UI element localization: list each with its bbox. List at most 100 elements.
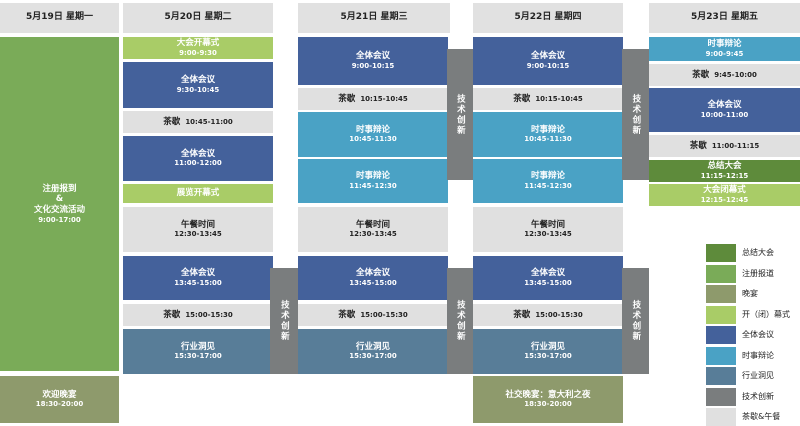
day-header-label: 5月19日 星期一 bbox=[26, 12, 93, 23]
session-opening-ceremony: 大会开幕式 9:00-9:30 bbox=[123, 37, 273, 59]
legend-item: 全体会议 bbox=[706, 326, 800, 344]
legend-label: 晚宴 bbox=[742, 289, 758, 298]
day-header-label: 5月20日 星期二 bbox=[164, 12, 232, 23]
day-header-tue: 5月20日 星期二 bbox=[123, 3, 273, 33]
session-time: 11:15-12:15 bbox=[700, 171, 749, 180]
session-expo-opening: 展览开幕式 bbox=[123, 184, 273, 203]
session-plenary: 全体会议 13:45-15:00 bbox=[123, 256, 273, 300]
session-time: 15:00-15:30 bbox=[185, 310, 233, 319]
session-title: 茶歇 bbox=[689, 140, 707, 151]
session-time: 9:30-10:45 bbox=[176, 85, 220, 94]
session-title: 注册报到 bbox=[42, 183, 77, 194]
day-header-label: 5月22日 星期四 bbox=[514, 12, 582, 23]
session-current-debate: 时事辩论 10:45-11:30 bbox=[473, 112, 623, 157]
session-industry-insights: 行业洞见 15:30-17:00 bbox=[123, 329, 273, 374]
session-tech-innovation: 技术创新 bbox=[622, 268, 649, 374]
session-title: 技术创新 bbox=[630, 93, 641, 136]
session-title: 技术创新 bbox=[279, 300, 290, 342]
legend-swatch bbox=[706, 244, 736, 262]
session-title: 行业洞见 bbox=[180, 341, 215, 352]
session-tea-break: 茶歇 15:00-15:30 bbox=[298, 304, 448, 326]
session-title: 午餐时间 bbox=[180, 219, 215, 230]
session-title: 大会开幕式 bbox=[176, 38, 220, 49]
session-title: 行业洞见 bbox=[530, 341, 565, 352]
legend-label: 茶歇&午餐 bbox=[742, 412, 781, 421]
session-time: 13:45-15:00 bbox=[524, 278, 572, 287]
session-time: 15:30-17:00 bbox=[174, 352, 222, 361]
session-lunch: 午餐时间 12:30-13:45 bbox=[298, 207, 448, 252]
session-current-debate: 时事辩论 11:45-12:30 bbox=[298, 159, 448, 203]
session-closing-ceremony: 大会闭幕式 12:15-12:45 bbox=[649, 184, 800, 206]
legend-swatch bbox=[706, 305, 736, 324]
session-plenary: 全体会议 9:00-10:15 bbox=[298, 37, 448, 85]
session-registration: 注册报到 & 文化交流活动 9:00-17:00 bbox=[0, 37, 119, 371]
session-plenary: 全体会议 11:00-12:00 bbox=[123, 136, 273, 181]
session-title: 全体会议 bbox=[707, 100, 742, 111]
legend-swatch bbox=[706, 408, 736, 426]
session-time: 18:30-20:00 bbox=[524, 400, 572, 409]
session-lunch: 午餐时间 12:30-13:45 bbox=[123, 207, 273, 252]
session-title: 时事辩论 bbox=[530, 124, 565, 135]
session-time: 11:00-12:00 bbox=[174, 159, 222, 168]
session-plenary: 全体会议 13:45-15:00 bbox=[473, 256, 623, 300]
session-title: 全体会议 bbox=[180, 268, 215, 279]
session-title: 茶歇 bbox=[692, 69, 710, 80]
session-time: 12:30-13:45 bbox=[349, 230, 397, 239]
day-header-wed: 5月21日 星期三 bbox=[298, 3, 450, 33]
legend-swatch bbox=[706, 264, 736, 283]
session-time: 9:00-9:30 bbox=[179, 48, 217, 57]
legend-item: 开（闭）幕式 bbox=[706, 305, 800, 324]
session-title: 技术创新 bbox=[455, 300, 466, 342]
legend-swatch bbox=[706, 346, 736, 365]
session-time: 12:30-13:45 bbox=[174, 230, 222, 239]
session-time: 15:00-15:30 bbox=[360, 310, 408, 319]
session-time: 15:30-17:00 bbox=[524, 352, 572, 361]
session-title: 茶歇 bbox=[163, 116, 181, 127]
legend-label: 全体会议 bbox=[742, 330, 774, 339]
session-tech-innovation: 技术创新 bbox=[447, 268, 473, 374]
legend-label: 时事辩论 bbox=[742, 350, 774, 360]
session-plenary: 全体会议 10:00-11:00 bbox=[649, 88, 800, 132]
session-title: 全体会议 bbox=[355, 268, 390, 279]
session-title: 技术创新 bbox=[630, 300, 641, 342]
session-time: 9:00-10:15 bbox=[526, 61, 570, 70]
session-tech-innovation: 技术创新 bbox=[270, 268, 298, 374]
session-title: 茶歇 bbox=[338, 93, 356, 104]
session-tech-innovation: 技术创新 bbox=[447, 49, 473, 180]
session-title: 时事辩论 bbox=[530, 171, 565, 182]
day-header-fri: 5月23日 星期五 bbox=[649, 3, 800, 33]
session-tea-break: 茶歇 10:45-11:00 bbox=[123, 111, 273, 133]
session-time: 12:30-13:45 bbox=[524, 230, 572, 239]
session-welcome-dinner: 欢迎晚宴 18:30-20:00 bbox=[0, 376, 119, 423]
session-title: 大会闭幕式 bbox=[703, 185, 746, 196]
session-current-debate: 时事辩论 11:45-12:30 bbox=[473, 159, 623, 203]
day-header-thu: 5月22日 星期四 bbox=[473, 3, 623, 33]
session-lunch: 午餐时间 12:30-13:45 bbox=[473, 207, 623, 252]
session-title: 茶歇 bbox=[163, 309, 181, 320]
session-title: 午餐时间 bbox=[530, 219, 565, 230]
session-title: 茶歇 bbox=[338, 309, 356, 320]
session-title: 全体会议 bbox=[180, 75, 215, 86]
legend-item: 总结大会 bbox=[706, 244, 800, 262]
legend-swatch bbox=[706, 387, 736, 406]
session-title: 欢迎晚宴 bbox=[42, 389, 77, 400]
session-time: 13:45-15:00 bbox=[174, 278, 222, 287]
session-time: 10:00-11:00 bbox=[700, 110, 749, 119]
session-social-dinner: 社交晚宴：意大利之夜 18:30-20:00 bbox=[473, 376, 623, 423]
session-tech-innovation: 技术创新 bbox=[622, 49, 649, 180]
session-time: 10:45-11:30 bbox=[524, 135, 572, 144]
legend-item: 技术创新 bbox=[706, 387, 800, 406]
session-title: 全体会议 bbox=[180, 148, 215, 159]
session-tea-break: 茶歇 10:15-10:45 bbox=[473, 88, 623, 110]
legend-item: 晚宴 bbox=[706, 285, 800, 303]
session-time: 10:15-10:45 bbox=[360, 94, 408, 103]
session-time: 12:15-12:45 bbox=[700, 195, 749, 204]
legend-item: 时事辩论 bbox=[706, 346, 800, 365]
session-time: 9:00-17:00 bbox=[38, 215, 81, 224]
session-tea-break: 茶歇 10:15-10:45 bbox=[298, 88, 448, 110]
session-title: 全体会议 bbox=[530, 268, 565, 279]
session-time: 11:00-11:15 bbox=[711, 141, 760, 150]
session-tea-break: 茶歇 11:00-11:15 bbox=[649, 135, 800, 157]
session-time: 10:15-10:45 bbox=[535, 94, 583, 103]
session-title: 行业洞见 bbox=[355, 341, 390, 352]
